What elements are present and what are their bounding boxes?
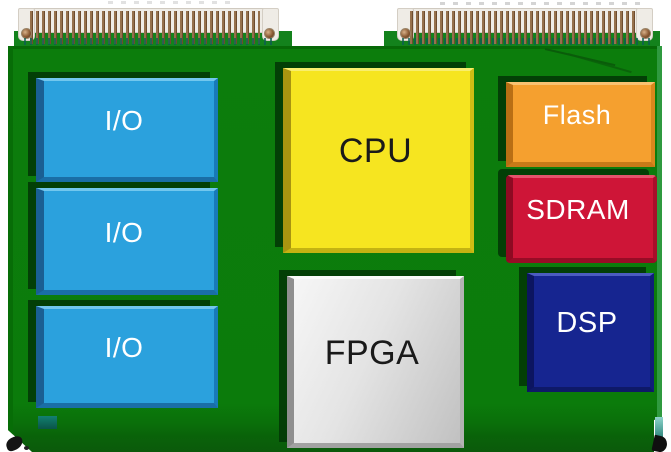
block-io-1-label: I/O [104, 105, 144, 136]
block-fpga-label: FPGA [324, 333, 420, 372]
block-sdram-label: SDRAM [526, 194, 630, 225]
solder-joints-right [402, 38, 650, 45]
board-pad [655, 417, 663, 445]
silkscreen-marking-right [440, 2, 645, 5]
block-dsp-label: DSP [556, 307, 618, 339]
block-flash-label: Flash [542, 100, 612, 130]
solder-joints-left [24, 38, 276, 45]
block-fpga: FPGA [287, 276, 464, 448]
ink-mark [24, 446, 29, 450]
block-flash: Flash [506, 82, 655, 167]
block-dsp: DSP [527, 273, 654, 392]
block-io-3-label: I/O [104, 332, 144, 363]
block-io-3: I/O [36, 306, 218, 408]
block-io-2-label: I/O [104, 216, 144, 248]
block-cpu-label: CPU [338, 132, 413, 170]
block-io-2: I/O [36, 188, 218, 295]
ink-mark [4, 434, 25, 452]
board-pad [38, 416, 57, 429]
ink-mark [651, 434, 669, 452]
silkscreen-marking-left [108, 1, 238, 4]
block-io-1: I/O [36, 78, 218, 182]
block-sdram: SDRAM [506, 175, 657, 263]
block-cpu: CPU [283, 68, 474, 253]
